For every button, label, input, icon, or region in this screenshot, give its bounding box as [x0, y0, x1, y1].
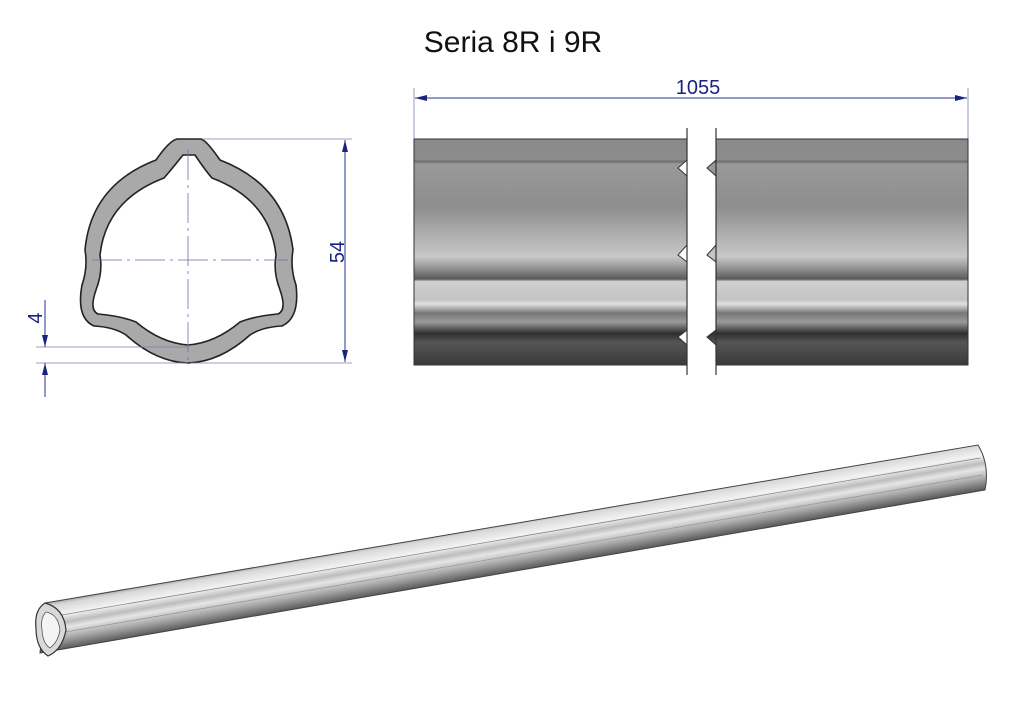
height-dimension-label: 54: [327, 241, 349, 263]
side-view: 1055: [413, 77, 969, 375]
cross-section-view: 54 4: [25, 138, 352, 397]
length-dimension-label: 1055: [676, 77, 721, 99]
drawing-title: Seria 8R i 9R: [424, 26, 602, 59]
isometric-tube-view: [35, 444, 987, 657]
tube-side-right: [706, 138, 969, 366]
tube-edge-line: [41, 474, 984, 637]
tube-body: [39, 444, 987, 654]
tube-end-inner: [41, 611, 61, 649]
tube-edge-line: [43, 457, 981, 619]
wall-thickness-label: 4: [25, 312, 47, 323]
tube-profile: [79, 138, 298, 364]
tube-side-left: [413, 138, 688, 366]
